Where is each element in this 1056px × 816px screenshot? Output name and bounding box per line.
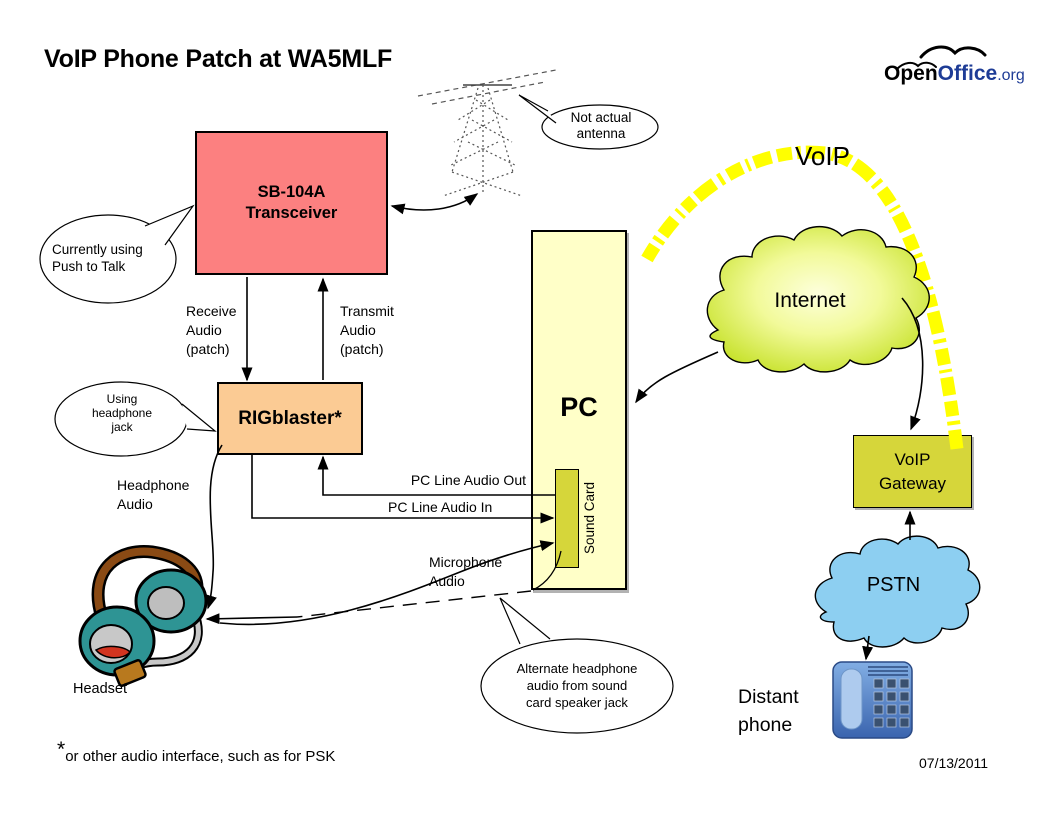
transmit-audio-line1: Transmit (340, 303, 394, 319)
internet-label: Internet (774, 289, 846, 312)
distant-phone-line1: Distant (738, 686, 799, 708)
transceiver-box: SB-104A Transceiver (195, 131, 388, 275)
page-title: VoIP Phone Patch at WA5MLF (44, 45, 393, 73)
headset-label: Headset (73, 681, 128, 697)
not-actual-antenna-line1: Not actual (570, 110, 632, 125)
logo-org: .org (997, 67, 1025, 84)
headphone-audio-line1: Headphone (117, 477, 190, 493)
headphone-jack-line2: headphone (91, 406, 153, 420)
transmit-audio-line2: Audio (340, 322, 376, 338)
gateway-label-line2: Gateway (878, 473, 947, 493)
date-label: 07/13/2011 (919, 755, 989, 771)
alternate-audio-line3: card speaker jack (526, 695, 628, 710)
microphone-audio-line2: Audio (429, 573, 465, 589)
sound-card-label: Sound Card (582, 481, 597, 555)
headphone-audio-label: Headphone Audio (117, 476, 189, 514)
not-actual-antenna-text: Not actual antenna (545, 110, 657, 142)
openoffice-logo: OpenOffice.org (884, 62, 1025, 86)
alternate-audio-text: Alternate headphone audio from sound car… (487, 660, 667, 711)
receive-audio-line1: Receive (186, 303, 237, 319)
headphone-jack-line1: Using (106, 392, 138, 406)
transceiver-label-line2: Transceiver (245, 204, 338, 222)
receive-audio-line2: Audio (186, 322, 222, 338)
headphone-jack-text: Using headphone jack (76, 392, 168, 434)
microphone-audio-label: Microphone Audio (429, 553, 502, 591)
pc-line-audio-in-label: PC Line Audio In (388, 499, 493, 515)
transceiver-label-line1: SB-104A (257, 183, 326, 201)
receive-audio-line3: (patch) (186, 341, 230, 357)
microphone-audio-line1: Microphone (429, 554, 503, 570)
rigblaster-box: RIGblaster* (217, 382, 363, 455)
pstn-label: PSTN (866, 574, 921, 596)
not-actual-antenna-line2: antenna (576, 126, 626, 141)
headphone-jack-line3: jack (111, 420, 133, 434)
footnote-asterisk: * (57, 738, 66, 761)
transmit-audio-line3: (patch) (340, 341, 384, 357)
pc-line-audio-out-label: PC Line Audio Out (410, 472, 526, 488)
footnote-text: or other audio interface, such as for PS… (65, 748, 336, 765)
receive-audio-label: Receive Audio (patch) (186, 302, 237, 359)
alternate-audio-line2: audio from sound (526, 678, 628, 693)
logo-open: Open (884, 62, 938, 85)
transmit-audio-label: Transmit Audio (patch) (340, 302, 394, 359)
gateway-label-line1: VoIP (894, 449, 931, 469)
headphone-audio-line2: Audio (117, 496, 153, 512)
logo-office: Office (937, 62, 998, 85)
distant-phone-line2: phone (738, 714, 793, 736)
rigblaster-label: RIGblaster* (238, 407, 342, 429)
distant-phone-label: Distant phone (738, 683, 799, 739)
pc-box (531, 230, 627, 590)
voip-label: VoIP (795, 141, 850, 171)
pc-label: PC (560, 392, 598, 422)
push-to-talk-text: Currently using Push to Talk (52, 241, 143, 275)
footnote: *or other audio interface, such as for P… (57, 738, 336, 767)
push-to-talk-line2: Push to Talk (52, 259, 126, 274)
alternate-audio-line1: Alternate headphone (516, 661, 638, 676)
push-to-talk-line1: Currently using (52, 242, 143, 257)
